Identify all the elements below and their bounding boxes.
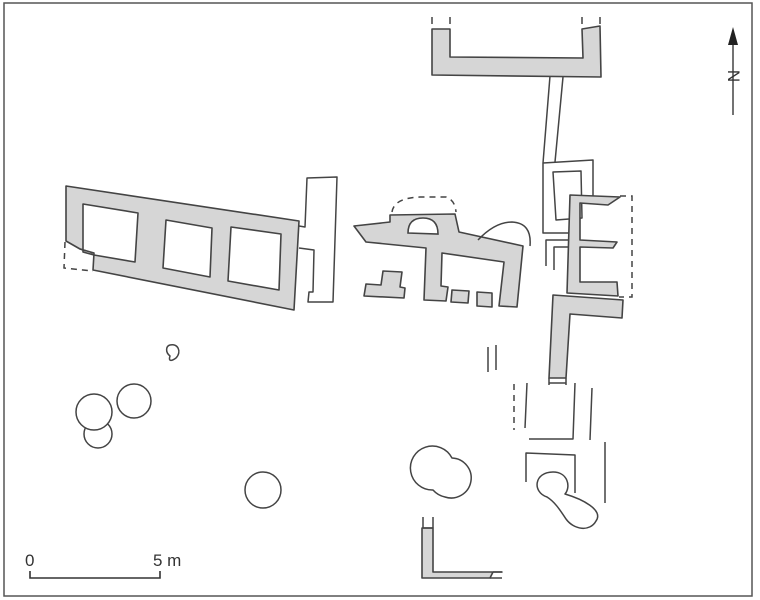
- south-wall: [421, 517, 503, 579]
- central-building: [353, 196, 531, 308]
- scale-end-label: 5 m: [153, 551, 181, 570]
- pits: [75, 343, 472, 509]
- north-arrow: N: [724, 27, 743, 115]
- scale-start-label: 0: [25, 551, 34, 570]
- plan-frame: [3, 2, 753, 597]
- west-building: [63, 176, 338, 311]
- east-building: [548, 194, 633, 385]
- southeast-traces: [487, 345, 606, 529]
- scale-bar: 0 5 m: [25, 551, 181, 579]
- north-arrow-icon: [728, 27, 738, 45]
- north-label: N: [724, 70, 743, 82]
- north-structure: [431, 17, 602, 270]
